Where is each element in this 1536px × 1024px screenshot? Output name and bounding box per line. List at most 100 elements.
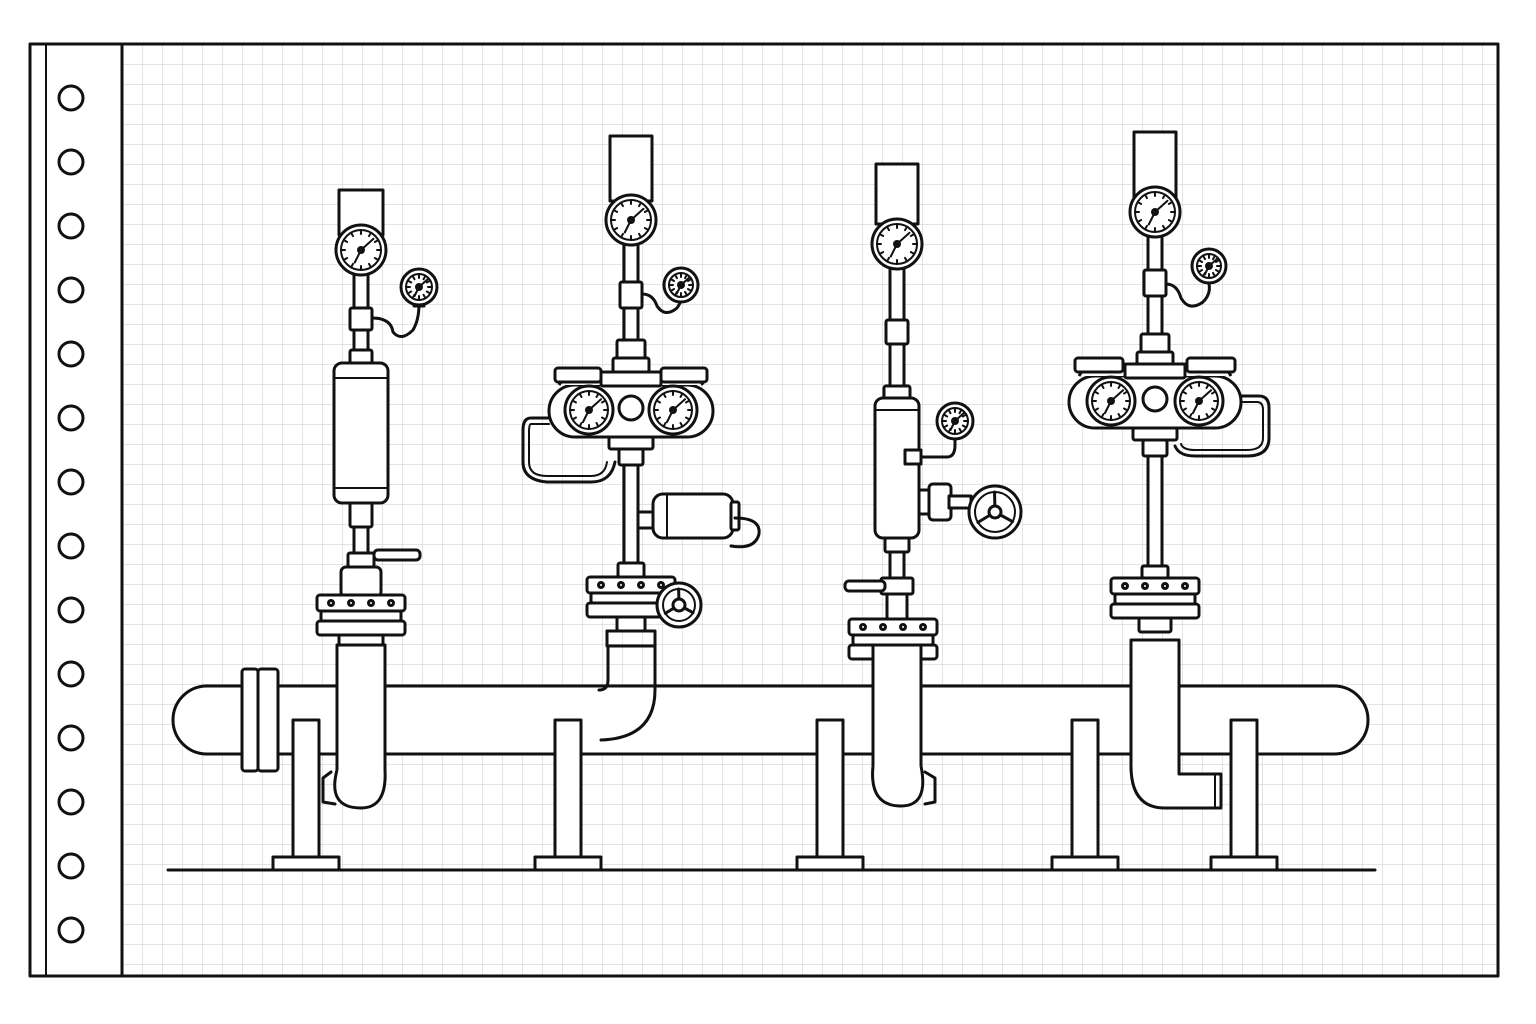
lever-valve-icon [372, 548, 422, 562]
gauge-tube [370, 302, 421, 338]
binding-hole [57, 212, 85, 240]
coupling [1137, 616, 1173, 634]
riser-4 [1067, 130, 1271, 810]
coupling [618, 280, 644, 310]
riser-pipe [335, 643, 387, 777]
pipe-support [1209, 718, 1279, 872]
pressure-gauge-icon [1128, 185, 1182, 239]
sight-glass [1141, 385, 1169, 413]
gauge-housing [608, 134, 654, 203]
bottom-elbow [871, 765, 925, 808]
gauge-port [903, 448, 923, 466]
binding-hole [57, 404, 85, 432]
pressure-gauge-icon [662, 266, 700, 304]
riser-stem [622, 463, 640, 567]
pressure-gauge-icon [399, 267, 439, 307]
coupling [884, 318, 910, 346]
pipe-support [533, 718, 603, 872]
riser-stem [888, 550, 906, 582]
filter-canister [332, 361, 390, 505]
binding-hole [57, 724, 85, 752]
valve-body [616, 561, 646, 579]
binding-hole [57, 84, 85, 112]
riser-stem [1146, 234, 1164, 272]
lever-valve-icon [843, 579, 887, 593]
bend-into-header [597, 644, 610, 692]
pressure-gauge-icon [604, 193, 658, 247]
manifold-block [547, 366, 715, 439]
pressure-gauge-icon [1173, 375, 1225, 427]
sight-glass [617, 394, 645, 422]
pipe-support [1050, 718, 1120, 872]
riser-pipe [871, 643, 923, 772]
bypass-tube [521, 416, 617, 484]
flange-assembly [315, 593, 407, 637]
riser-stem [352, 270, 370, 310]
handwheel-icon [655, 581, 703, 629]
pressure-gauge-icon [935, 401, 975, 441]
actuator-body [651, 492, 735, 540]
pipe-support [795, 718, 865, 872]
riser-stem [1146, 294, 1164, 338]
pressure-gauge-icon [870, 217, 924, 271]
pressure-gauge-icon [563, 384, 615, 436]
coupling [348, 306, 374, 332]
coupling [883, 536, 911, 554]
manifold-block [1067, 356, 1243, 430]
bypass-tube [1173, 394, 1271, 458]
coupling [348, 501, 374, 529]
binding-hole [57, 340, 85, 368]
pressure-gauge-icon [647, 384, 699, 436]
riser-3 [843, 162, 1023, 808]
pipe-support [271, 718, 341, 872]
binding-hole [57, 596, 85, 624]
pipe-supports [271, 718, 1279, 872]
binding-hole [57, 532, 85, 560]
header-flange [240, 667, 260, 773]
gauge-tube [919, 438, 957, 459]
grid-background [122, 44, 1498, 976]
valve-body [339, 565, 383, 599]
pressure-gauge-icon [1085, 375, 1137, 427]
riser-stem [888, 342, 906, 390]
pressure-gauge-icon [334, 223, 388, 277]
coupling [1131, 426, 1179, 442]
riser-stem [352, 525, 370, 557]
coupling [1141, 438, 1169, 458]
coupling [1142, 268, 1168, 298]
gauge-housing [874, 162, 920, 226]
bottom-elbow [1129, 765, 1223, 810]
binding-holes [57, 84, 85, 944]
gauge-tube [1164, 282, 1211, 308]
binding-hole [57, 788, 85, 816]
binding-hole [57, 660, 85, 688]
sheet-border [28, 42, 1500, 978]
coupling [607, 435, 655, 451]
binding-hole [57, 852, 85, 880]
header-pipe [171, 667, 1370, 773]
canister [873, 396, 921, 540]
binding-hole [57, 148, 85, 176]
pressure-gauge-icon [1190, 247, 1228, 285]
valve-body [346, 551, 376, 569]
riser-stem [622, 242, 640, 284]
valve-body [1140, 564, 1170, 580]
handwheel-icon [967, 484, 1023, 540]
header-flange [256, 667, 280, 773]
coupling [617, 447, 645, 467]
coupling [611, 356, 651, 374]
bottom-elbow [333, 769, 387, 810]
riser-stem [888, 266, 906, 324]
binding-hole [57, 468, 85, 496]
riser-2 [521, 134, 761, 742]
riser-stem [352, 328, 370, 352]
riser-1 [315, 188, 439, 810]
riser-stem [622, 306, 640, 344]
riser-stem [1146, 454, 1164, 570]
coupling [615, 615, 647, 633]
binding-hole [57, 276, 85, 304]
actuator-cable [729, 516, 761, 549]
riser-pipe [1129, 638, 1181, 772]
